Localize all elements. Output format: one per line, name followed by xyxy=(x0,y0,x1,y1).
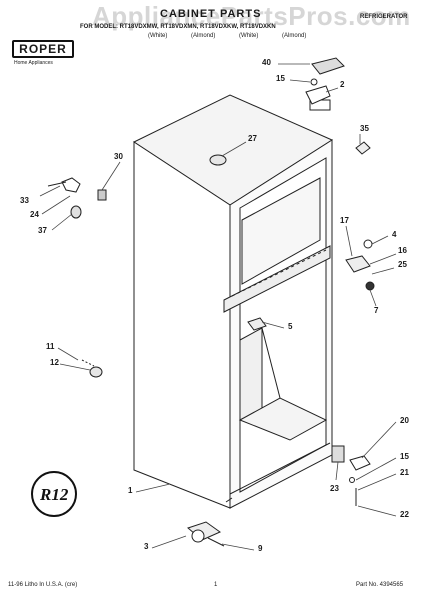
footer-page-number: 1 xyxy=(214,582,218,588)
callout-25: 25 xyxy=(398,260,407,269)
model-color-4: (Almond) xyxy=(282,33,307,39)
plug-button-35 xyxy=(355,141,371,155)
page-title: CABINET PARTS xyxy=(160,8,262,20)
model-color-1: (White) xyxy=(148,33,168,39)
r12-badge-text: R12 xyxy=(39,485,69,504)
callout-3: 3 xyxy=(144,542,149,551)
callout-11: 11 xyxy=(46,342,55,351)
callout-4: 4 xyxy=(392,230,397,239)
callout-37: 37 xyxy=(38,226,47,235)
cabinet-plug-27 xyxy=(209,154,227,166)
model-colors: (White) (Almond) (White) (Almond) xyxy=(148,33,328,39)
watermark-text: AppliancePartsPros.com xyxy=(92,1,411,31)
r12-badge xyxy=(31,471,77,517)
bracket-part-30 xyxy=(97,189,107,201)
leveler-cover-part-23 xyxy=(331,445,345,463)
hinge-cover-part xyxy=(311,57,345,75)
callout-12: 12 xyxy=(50,358,59,367)
model-color-2: (Almond) xyxy=(191,33,216,39)
washer-part-4 xyxy=(363,239,373,249)
model-list: FOR MODEL: RT18VDXMW, RT18VDXMN, RT18VDX… xyxy=(80,24,276,30)
callout-23: 23 xyxy=(330,484,339,493)
center-hinge-part xyxy=(345,255,371,273)
callout-27: 27 xyxy=(248,134,257,143)
brand-logo: ROPER xyxy=(12,40,74,58)
bushing-part-7 xyxy=(365,281,375,291)
footer-litho: 11-96 Litho In U.S.A. (cre) xyxy=(8,582,78,588)
callout-15: 15 xyxy=(276,74,285,83)
callout-21: 21 xyxy=(400,468,409,477)
door-stop-part-12 xyxy=(89,366,103,378)
callout-7: 7 xyxy=(374,306,379,315)
brand-subtitle: Home Appliances xyxy=(14,60,53,66)
callout-22: 22 xyxy=(400,510,409,519)
callout-20: 20 xyxy=(400,416,409,425)
callout-40: 40 xyxy=(262,58,271,67)
callout-24: 24 xyxy=(30,210,39,219)
callout-17: 17 xyxy=(340,216,349,225)
callout-15-bottom: 15 xyxy=(400,452,409,461)
callout-35: 35 xyxy=(360,124,369,133)
callout-9: 9 xyxy=(258,544,263,553)
top-hinge-part xyxy=(305,85,331,105)
callout-1: 1 xyxy=(128,486,133,495)
callout-33: 33 xyxy=(20,196,29,205)
callout-5: 5 xyxy=(288,322,293,331)
shim-part-5 xyxy=(247,317,267,331)
cabinet-side xyxy=(133,141,231,509)
divider-mullion xyxy=(223,245,331,313)
callout-2: 2 xyxy=(340,80,345,89)
footer-part-number: Part No. 4394565 xyxy=(356,582,404,588)
appliance-category: REFRIGERATOR xyxy=(360,14,408,20)
screw-part-top xyxy=(310,78,318,86)
hinge-pin-assembly xyxy=(61,177,81,193)
screw-part-15-bottom xyxy=(349,477,355,483)
model-color-3: (White) xyxy=(239,33,259,39)
bottom-hinge-part xyxy=(349,455,371,471)
callout-30: 30 xyxy=(114,152,123,161)
cap-part-37 xyxy=(70,205,82,219)
callout-16: 16 xyxy=(398,246,407,255)
